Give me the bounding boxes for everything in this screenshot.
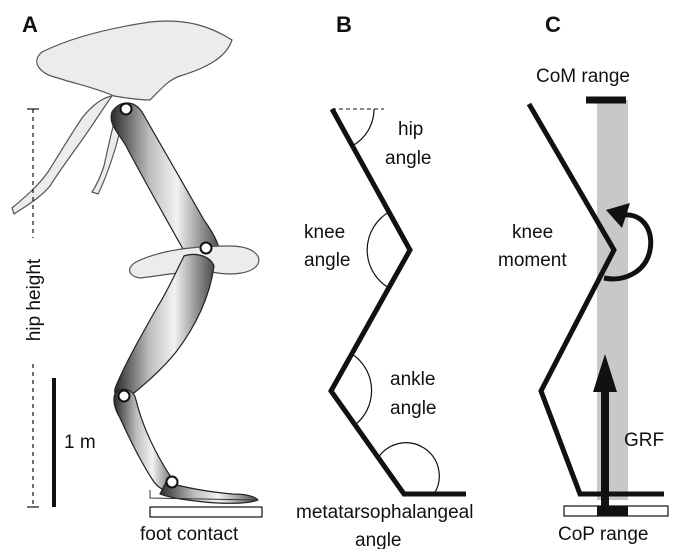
pubis-bone (12, 96, 112, 214)
ankle-angle-label-2: angle (390, 398, 437, 419)
hip-angle-arc (352, 109, 374, 146)
cop-range-bar (597, 506, 628, 516)
panel-a: A hip height 1 m foot contact (12, 12, 262, 545)
knee-joint-marker (201, 243, 212, 254)
knee-angle-arc (367, 212, 389, 288)
foot-contact-box (150, 507, 262, 517)
knee-moment-label-2: moment (498, 250, 567, 271)
panel-b-letter: B (336, 12, 352, 37)
ankle-angle-label-1: ankle (390, 369, 435, 390)
hip-angle-label-2: angle (385, 148, 432, 169)
mtp-angle-label-2: angle (355, 530, 402, 549)
hip-angle-label-1: hip (398, 119, 423, 140)
com-range-label: CoM range (536, 66, 630, 87)
hip-joint-marker (121, 104, 132, 115)
knee-angle-label-1: knee (304, 222, 345, 243)
panel-c-letter: C (545, 12, 561, 37)
scale-bar-label: 1 m (64, 432, 96, 453)
mtp-angle-label-1: metatarsophalangeal (296, 502, 473, 523)
grf-label: GRF (624, 430, 664, 451)
cop-range-label: CoP range (558, 524, 649, 545)
panel-b: B hip angle knee angle ankle angle metat… (296, 12, 473, 549)
foot-contact-label: foot contact (140, 524, 239, 545)
panel-a-letter: A (22, 12, 38, 37)
knee-angle-label-2: angle (304, 250, 351, 271)
mtp-joint-marker (167, 477, 178, 488)
metatarsus-bone (114, 389, 178, 491)
ankle-joint-marker (119, 391, 130, 402)
knee-moment-label-1: knee (512, 222, 553, 243)
tibia-bone (115, 254, 214, 399)
pelvis-bone (37, 21, 232, 100)
panel-c: C CoM range knee moment GRF CoP range (498, 12, 668, 545)
hip-height-label: hip height (24, 258, 45, 341)
ankle-angle-arc (352, 354, 372, 425)
